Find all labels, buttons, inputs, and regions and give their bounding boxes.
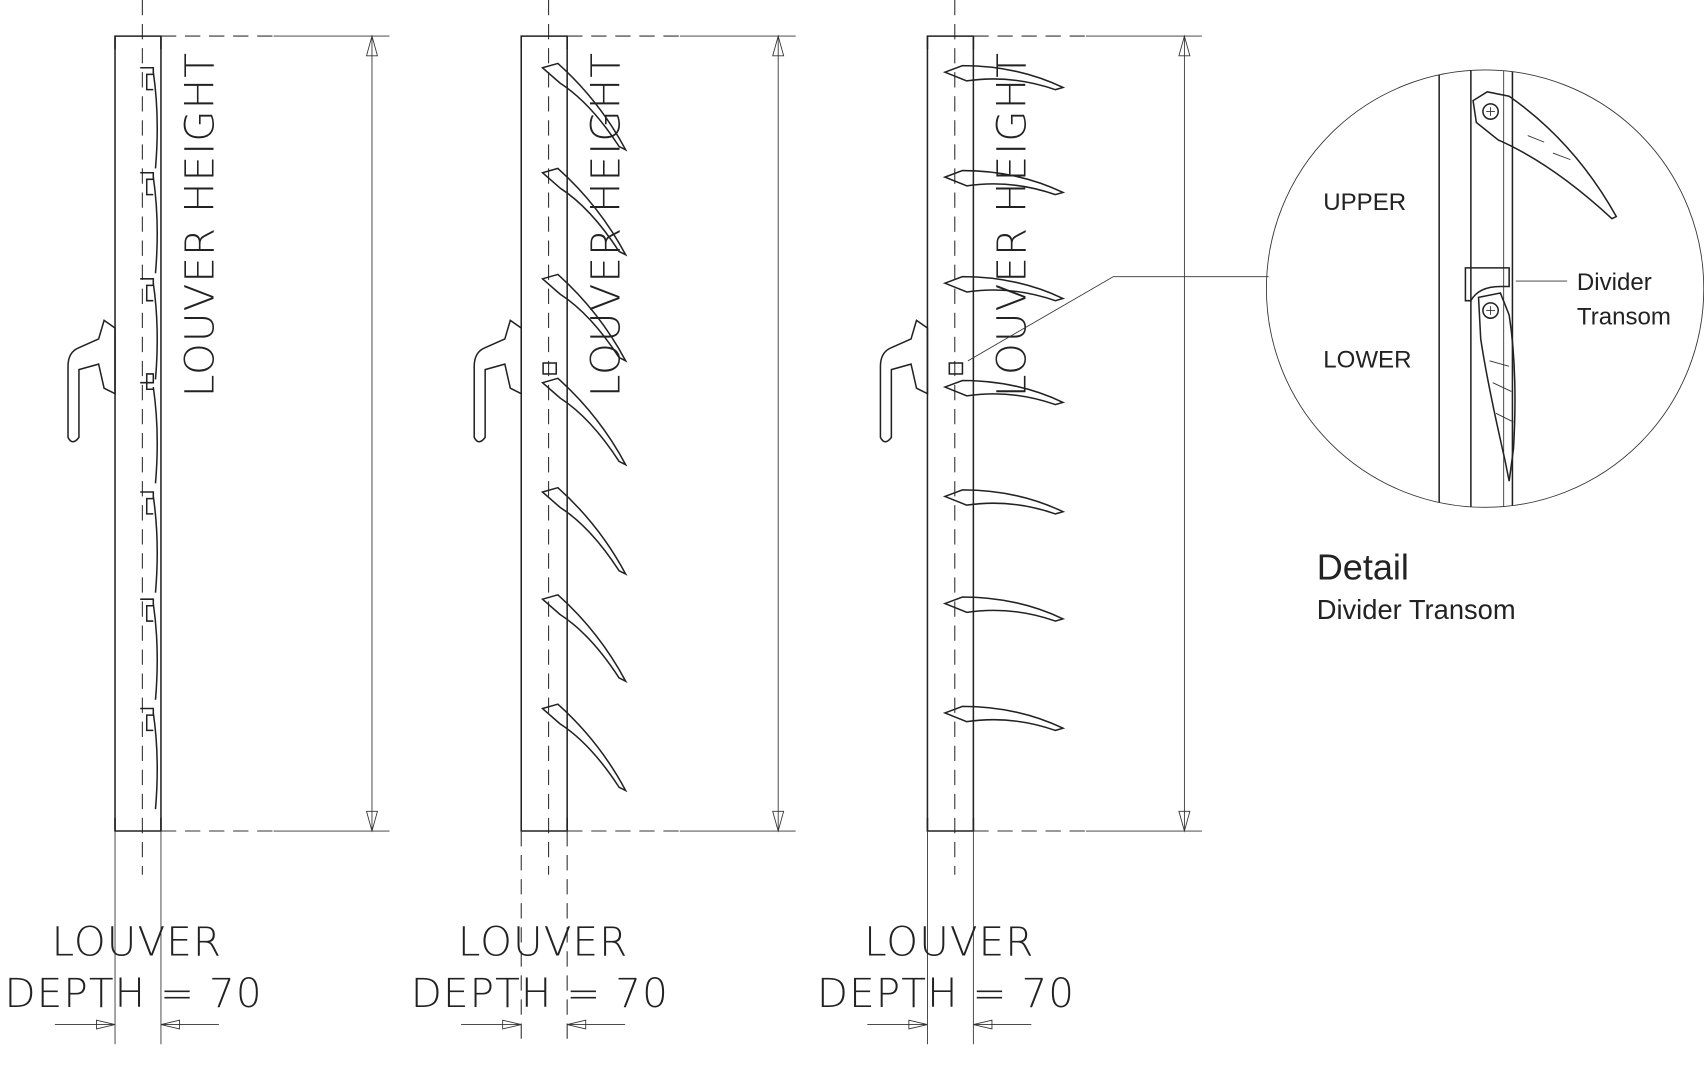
louver-blade [942, 705, 1066, 732]
louver-blade [140, 278, 159, 380]
lower-label: LOWER [1323, 346, 1411, 373]
divider-transom [542, 362, 557, 375]
louver-blade [140, 598, 159, 700]
depth-arrow-icon [461, 1019, 626, 1030]
divider-transom-profile [1464, 267, 1568, 302]
louver-blade [540, 377, 628, 467]
window-handle-icon [879, 319, 929, 443]
louver-blade [540, 167, 628, 257]
callout-transom: Transom [1577, 304, 1671, 331]
louver-blade [140, 171, 159, 274]
louver-height-label: LOUVER HEIGHT [175, 52, 223, 397]
louver-blade [942, 169, 1066, 196]
louver-blade [942, 64, 1066, 91]
dimension-arrow-icon [772, 34, 785, 833]
depth-label: LOUVER [864, 918, 1034, 966]
louver-blade [140, 373, 159, 484]
louver-blade [942, 489, 1066, 515]
upper-blade [1472, 91, 1618, 220]
louver-blade [140, 707, 159, 810]
dimension-arrow-icon [1178, 34, 1191, 833]
depth-label: LOUVER [458, 918, 628, 966]
depth-value-label: DEPTH = 70 [817, 969, 1075, 1017]
louver-blade [942, 275, 1066, 302]
dimension-arrow-icon [365, 34, 379, 833]
divider-transom [948, 362, 964, 375]
louver-blade [140, 491, 159, 593]
louver-blade [540, 273, 628, 363]
louver-height-label: LOUVER HEIGHT [988, 52, 1036, 397]
louver-blade [540, 703, 628, 793]
louver-blade [942, 596, 1066, 622]
window-handle-icon [473, 319, 523, 443]
detail-view: UPPER LOWER Divider Transom Detail Divid… [1266, 69, 1704, 625]
louver-blade [942, 379, 1066, 406]
frame-caps [926, 35, 975, 832]
depth-label: LOUVER [52, 918, 222, 966]
louver-height-label: LOUVER HEIGHT [582, 52, 630, 397]
louver-blade [140, 67, 159, 169]
detail-title: Detail [1317, 547, 1409, 588]
lower-blade [1477, 292, 1516, 482]
depth-value-label: DEPTH = 70 [5, 969, 263, 1017]
callout-divider: Divider [1577, 269, 1652, 296]
frame-caps [520, 35, 568, 832]
detail-leader-line [967, 276, 1269, 362]
depth-arrow-icon [867, 1019, 1032, 1030]
window-handle-icon [67, 319, 116, 443]
frame-caps [114, 35, 162, 832]
louver-blade [540, 486, 628, 576]
upper-label: UPPER [1323, 189, 1406, 216]
depth-arrow-icon [54, 1019, 219, 1030]
louver-blade [540, 593, 628, 683]
depth-value-label: DEPTH = 70 [411, 969, 669, 1017]
detail-subtitle: Divider Transom [1317, 594, 1516, 625]
louver-blade [540, 62, 628, 152]
